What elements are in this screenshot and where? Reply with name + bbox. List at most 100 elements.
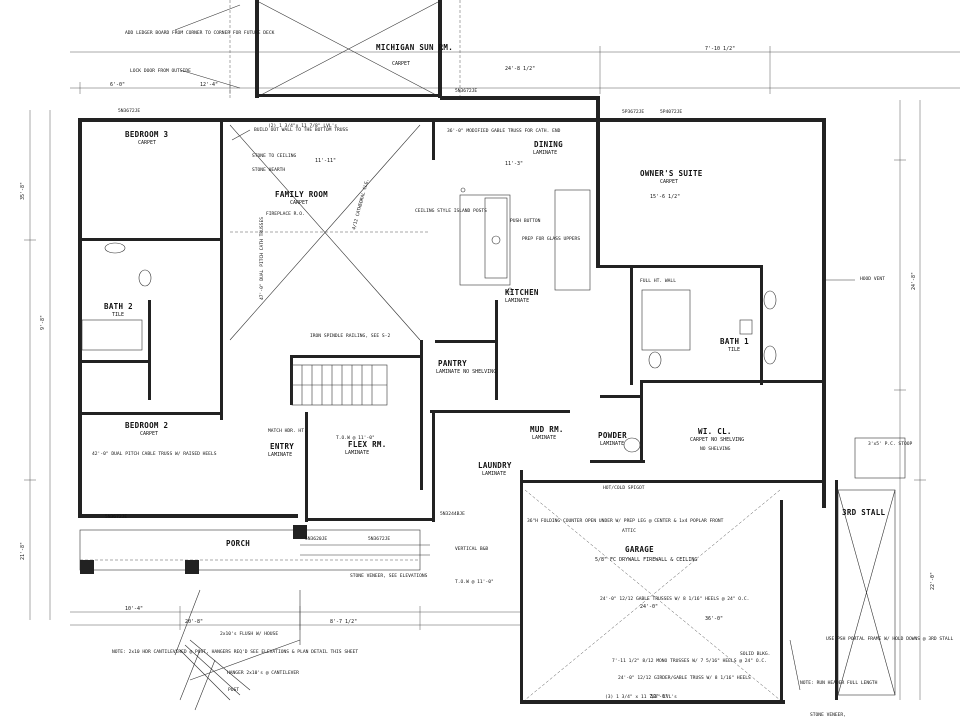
note-vault: 4/12 CATHEDRAL CLG. xyxy=(351,178,370,230)
bottom-dimensions: 10'-4" 20'-8" 8'-7 1/2" 32'-0" xyxy=(70,606,668,700)
note-garage-mono: 7'-11 1/2" 8/12 MONO TRUSSES W/ 7 5/16" … xyxy=(612,658,767,664)
bath-fixtures xyxy=(81,242,777,453)
room-wicl-sub: CARPET NO SHELVING xyxy=(690,437,744,443)
note-gable-dining: 36'-0" MODIFIED GABLE TRUSS FOR CATH. EN… xyxy=(447,128,561,134)
leader-lines xyxy=(174,4,855,691)
note-fireplace: FIREPLACE R.O. xyxy=(266,211,305,217)
note-ledger: ADD LEDGER BOARD FROM CORNER TO CORNER F… xyxy=(125,30,275,36)
sun-room xyxy=(229,0,461,100)
beam-labels: (2) 1 3/4"x 11 7/8" LVL's (3) 1 3/4" x 1… xyxy=(268,123,677,700)
room-mudrm-sub: LAMINATE xyxy=(532,435,556,441)
note-iron-spindle: IRON SPINDLE RAILING, SEE S-2 xyxy=(310,333,390,339)
dim-owner-width: 15'-6 1/2" xyxy=(650,194,680,200)
window-tags: 5N3672JE 5N3672JE 5P3672JE 5P4072JE 5N36… xyxy=(105,88,682,542)
room-bath1-name: BATH 1 xyxy=(720,337,749,346)
room-powder-sub: LAMINATE xyxy=(600,441,624,447)
room-pantry-name: PANTRY xyxy=(438,359,467,368)
note-dual-pitch-family: 47'-0" DUAL PITCH CATH TRUSSES xyxy=(259,217,265,300)
room-entry-sub: LAMINATE xyxy=(268,452,292,458)
dim-garage-width: 24'-0" xyxy=(640,604,658,610)
note-stone-veneer: STONE VENEER, SEE ELEVATIONS xyxy=(350,573,428,579)
room-bedroom3-name: BEDROOM 3 xyxy=(125,130,169,139)
room-kitchen-name: KITCHEN xyxy=(505,288,539,297)
window-tag-6: 5N3620JE xyxy=(305,536,327,542)
room-family-name: FAMILY ROOM xyxy=(275,190,328,199)
note-match-hdr: MATCH HDR. HT. xyxy=(268,428,307,434)
dim-left-1: 35'-8" xyxy=(20,182,26,200)
note-dual-pitch-bed2: 42'-0" DUAL PITCH CABLE TRUSS W/ RAISED … xyxy=(92,451,217,457)
note-cold-spigot: HOT/COLD SPIGOT xyxy=(603,485,645,491)
dim-top-left-2: 12'-4" xyxy=(200,82,218,88)
note-garage-girder: 24'-0" 12/12 GIRDER/GABLE TRUSS W/ 8 1/1… xyxy=(618,675,751,681)
beam-label: (2) 1 3/4"x 11 7/8" LVL's xyxy=(268,123,337,129)
stoop xyxy=(854,437,906,479)
note-hdr: NOTE: 2x10 HDR CANTILEVERED @ POST, HANG… xyxy=(112,649,358,655)
dim-left-3: 21'-8" xyxy=(20,542,26,560)
room-owners-name: OWNER'S SUITE xyxy=(640,169,703,178)
dim-garage-width2: 36'-0" xyxy=(705,616,723,622)
note-lockdoor: LOCK DOOR FROM OUTSIDE xyxy=(130,68,191,74)
dim-top-left-1: 6'-0" xyxy=(110,82,125,88)
room-family-sub: CARPET xyxy=(290,200,308,206)
dim-bottom-1: 10'-4" xyxy=(125,606,143,612)
room-dining-name: DINING xyxy=(534,140,563,149)
note-full-ht-wall: FULL HT. WALL xyxy=(640,278,676,284)
note-stone-bottom: STONE VENEER, xyxy=(810,712,846,718)
dim-family-width: 11'-11" xyxy=(315,158,336,164)
room-labels: BEDROOM 3 CARPET FAMILY ROOM CARPET MICH… xyxy=(104,43,885,563)
room-garage-name: GARAGE xyxy=(625,545,654,554)
note-garage-truss: 24'-0" 12/12 GABLE TRUSSES W/ 8 1/16" HE… xyxy=(600,596,749,602)
note-stoop: 3'x5' P.C. STOOP xyxy=(868,441,912,447)
dim-bottom-2: 20'-8" xyxy=(185,619,203,625)
room-owners-sub: CARPET xyxy=(660,179,678,185)
room-flex-sub: LAMINATE xyxy=(345,450,369,456)
room-bath1-sub: TILE xyxy=(728,347,740,353)
dim-top-right-1: 7'-10 1/2" xyxy=(705,46,735,52)
dim-right-1: 24'-8" xyxy=(911,272,917,290)
stairs xyxy=(291,364,388,406)
kitchen-island xyxy=(459,187,591,293)
window-tag-2: 5N3672JE xyxy=(455,88,477,94)
note-stone: STONE TO CEILING xyxy=(252,153,296,159)
dim-bottom-3: 8'-7 1/2" xyxy=(330,619,357,625)
window-tag-3: 5P3672JE xyxy=(622,109,644,115)
room-porch-name: PORCH xyxy=(226,539,250,548)
note-folding-counter: 36"H FOLDING COUNTER OPEN UNDER W/ PREP … xyxy=(527,518,724,524)
room-flex-name: FLEX RM. xyxy=(348,440,387,449)
family-vault xyxy=(229,124,430,341)
dim-left-2: 9'-8" xyxy=(40,315,46,330)
note-prep-glass: PREP FOR GLASS UPPERS xyxy=(522,236,580,242)
room-wicl-name: WI. CL. xyxy=(698,427,732,436)
room-bath2-name: BATH 2 xyxy=(104,302,133,311)
window-tag-5: 5N3672JE xyxy=(105,514,127,520)
room-sun-sub: CARPET xyxy=(392,61,410,67)
room-sun-name: MICHIGAN SUN RM. xyxy=(376,43,453,52)
note-buildout: BUILD OUT WALL TO THE BOTTOM TRUSS xyxy=(254,127,348,133)
dim-top-mid-1: 24'-8 1/2" xyxy=(505,66,535,72)
top-dimensions: 6'-0" 12'-4" 24'-8 1/2" 7'-10 1/2" xyxy=(70,46,960,94)
note-psh-portal: USE PSH PORTAL FRAME W/ HOLD DOWNS @ 3RD… xyxy=(826,636,953,642)
note-tow1: T.O.W @ 11'-0" xyxy=(336,435,375,441)
note-post: POST xyxy=(228,687,239,693)
note-attic: ATTIC xyxy=(622,528,636,534)
dim-bottom-4: 32'-0" xyxy=(650,694,668,700)
note-flush-hdr: 2x10's FLUSH W/ HOUSE xyxy=(220,631,278,637)
note-header-full: NOTE: RUN HEADER FULL LENGTH xyxy=(800,680,878,686)
room-powder-name: POWDER xyxy=(598,431,627,440)
window-tag-8: 5N3244BJE xyxy=(440,511,465,517)
room-bedroom3-sub: CARPET xyxy=(138,140,156,146)
note-vertical-bb: VERTICAL B&B xyxy=(455,546,488,552)
note-hanger: HANGER 2x10's @ CANTILEVER xyxy=(227,670,299,676)
note-hearth: STONE HEARTH xyxy=(252,167,285,173)
room-laundry-name: LAUNDRY xyxy=(478,461,512,470)
garage-beam-label: (3) 1 3/4" x 11 7/8" LVL's xyxy=(605,694,677,700)
room-mudrm-name: MUD RM. xyxy=(530,425,564,434)
room-pantry-sub: LAMINATE NO SHELVING xyxy=(436,369,496,375)
outer-walls xyxy=(78,96,826,518)
room-garage-sub: 5/8" FC DRYWALL FIREWALL & CEILING xyxy=(595,557,697,563)
porch xyxy=(79,525,430,574)
interior-dimensions: 11'-11" 11'-3" 15'-6 1/2" 24'-0" 36'-0" xyxy=(315,158,723,622)
note-solid-blkg: SOLID BLKG. xyxy=(740,651,770,657)
note-ceiling-style: CEILING STYLE ISLAND POSTS xyxy=(415,208,487,214)
note-no-shelving: NO SHELVING xyxy=(700,446,731,452)
